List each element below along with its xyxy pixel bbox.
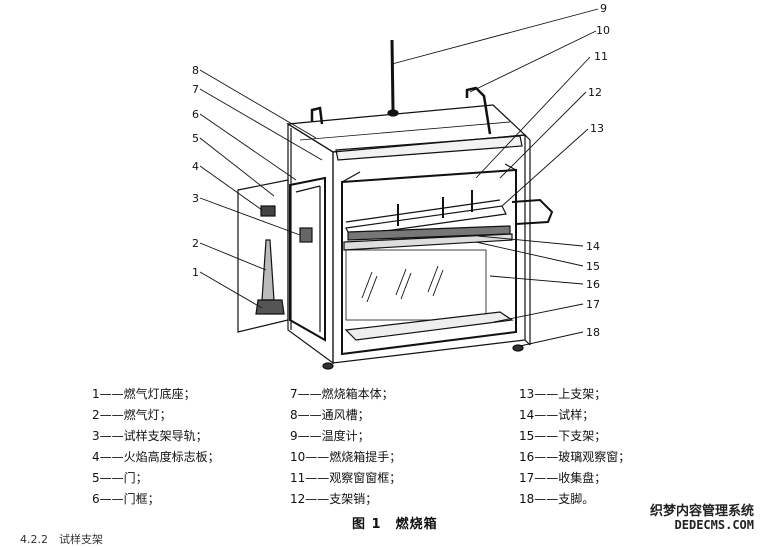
callout-3: 3 bbox=[192, 192, 199, 205]
callout-18: 18 bbox=[586, 326, 600, 339]
legend-item: 16——玻璃观察窗； bbox=[519, 450, 631, 464]
callout-6: 6 bbox=[192, 108, 199, 121]
legend-item: 9——温度计； bbox=[290, 429, 370, 443]
legend-item: 5——门； bbox=[92, 471, 148, 485]
legend-item: 2——燃气灯； bbox=[92, 408, 172, 422]
watermark-url: DEDECMS.COM bbox=[674, 518, 754, 532]
watermark-title: 织梦内容管理系统 bbox=[649, 504, 754, 519]
thermometer bbox=[390, 39, 395, 111]
leader-lines bbox=[199, 8, 599, 347]
legend-item: 14——试样； bbox=[519, 408, 595, 422]
legend-column-1: 1——燃气灯底座； 2——燃气灯； 3——试样支架导轨； 4——火焰高度标志板；… bbox=[92, 384, 220, 510]
callout-17: 17 bbox=[586, 298, 600, 311]
gas-burner bbox=[261, 239, 275, 301]
legend-item: 4——火焰高度标志板； bbox=[92, 450, 220, 464]
callout-16: 16 bbox=[586, 278, 600, 291]
legend-item: 17——收集盘； bbox=[519, 471, 607, 485]
cabinet-drawing bbox=[237, 39, 554, 370]
legend-item: 12——支架销； bbox=[290, 492, 378, 506]
burner-base bbox=[255, 299, 285, 315]
cabinet-side bbox=[287, 122, 334, 365]
legend-item: 1——燃气灯底座； bbox=[92, 387, 196, 401]
section-heading-cut: 4.2.2 试样支架 bbox=[20, 533, 103, 546]
callout-2: 2 bbox=[192, 237, 199, 250]
lower-support bbox=[343, 233, 513, 251]
callout-labels: 9 10 11 12 13 8 7 6 5 4 3 2 1 14 15 16 1… bbox=[192, 2, 610, 339]
callout-15: 15 bbox=[586, 260, 600, 273]
glass-window bbox=[345, 249, 487, 321]
legend-item: 11——观察窗窗框； bbox=[290, 471, 402, 485]
callout-5: 5 bbox=[192, 132, 199, 145]
callout-9: 9 bbox=[600, 2, 607, 15]
foot bbox=[322, 362, 334, 370]
legend-column-2: 7——燃烧箱本体； 8——通风槽； 9——温度计； 10——燃烧箱提手； 11—… bbox=[290, 384, 401, 510]
legend-item: 7——燃烧箱本体； bbox=[290, 387, 394, 401]
callout-13: 13 bbox=[590, 122, 604, 135]
callout-10: 10 bbox=[596, 24, 610, 37]
foot bbox=[512, 344, 524, 352]
legend-item: 10——燃烧箱提手； bbox=[290, 450, 402, 464]
legend-item: 8——通风槽； bbox=[290, 408, 370, 422]
legend-item: 3——试样支架导轨； bbox=[92, 429, 208, 443]
legend-column-3: 13——上支架； 14——试样； 15——下支架； 16——玻璃观察窗； 17—… bbox=[519, 384, 630, 510]
legend-item: 13——上支架； bbox=[519, 387, 607, 401]
legend-item: 15——下支架； bbox=[519, 429, 607, 443]
observation-window-frame bbox=[341, 168, 517, 356]
flame-height-marker bbox=[260, 205, 276, 217]
legend-item: 6——门框； bbox=[92, 492, 160, 506]
figure-caption: 图 1 燃烧箱 bbox=[352, 517, 438, 532]
handle-right bbox=[511, 198, 554, 225]
handle-right-top bbox=[465, 86, 492, 135]
collection-tray bbox=[344, 311, 514, 341]
door-frame bbox=[289, 176, 326, 342]
callout-7: 7 bbox=[192, 83, 199, 96]
callout-4: 4 bbox=[192, 160, 199, 173]
specimen-guide-rail bbox=[299, 227, 313, 243]
handle-left-top bbox=[310, 106, 324, 125]
door bbox=[237, 179, 289, 333]
callout-8: 8 bbox=[192, 64, 199, 77]
callout-11: 11 bbox=[594, 50, 608, 63]
callout-14: 14 bbox=[586, 240, 600, 253]
callout-1: 1 bbox=[192, 266, 199, 279]
legend-item: 18——支脚。 bbox=[519, 492, 595, 506]
callout-12: 12 bbox=[588, 86, 602, 99]
